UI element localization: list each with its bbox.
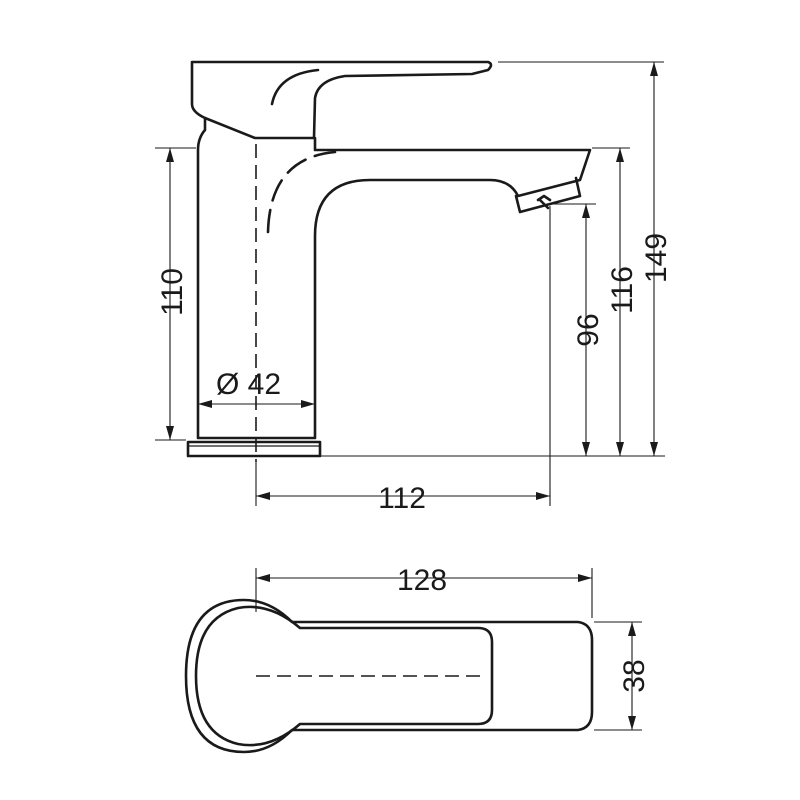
dimension-label-96: 96 — [572, 313, 605, 346]
dimension-38: 38 — [594, 621, 651, 731]
aerator-detail — [536, 194, 552, 210]
dimension-label-112: 112 — [378, 482, 426, 515]
faucet-base — [186, 440, 322, 458]
top-plan-view — [184, 598, 594, 754]
dimension-label-149: 149 — [640, 233, 673, 283]
plan-lever-inner — [194, 605, 494, 747]
dimension-128: 128 — [255, 564, 593, 618]
dimension-110: 110 — [155, 147, 196, 441]
dimension-label-110: 110 — [156, 268, 189, 316]
dimension-label-128: 128 — [397, 564, 447, 597]
dimension-label-diameter: Ø 42 — [216, 368, 281, 401]
spout-inner-arc — [266, 150, 337, 234]
dimension-label-116: 116 — [606, 266, 639, 314]
lever-handle-inner — [270, 68, 320, 106]
dimension-label-38: 38 — [618, 659, 651, 692]
dimension-149: 149 — [498, 61, 673, 456]
faucet-body — [196, 116, 592, 440]
lever-handle — [190, 60, 493, 140]
plan-outline — [184, 598, 594, 754]
dimension-96: 96 — [548, 203, 605, 456]
dimension-diameter-42: Ø 42 — [198, 368, 315, 408]
side-elevation-view — [186, 60, 592, 462]
dimension-112: 112 — [255, 206, 551, 515]
dimension-116: 116 — [592, 147, 639, 456]
